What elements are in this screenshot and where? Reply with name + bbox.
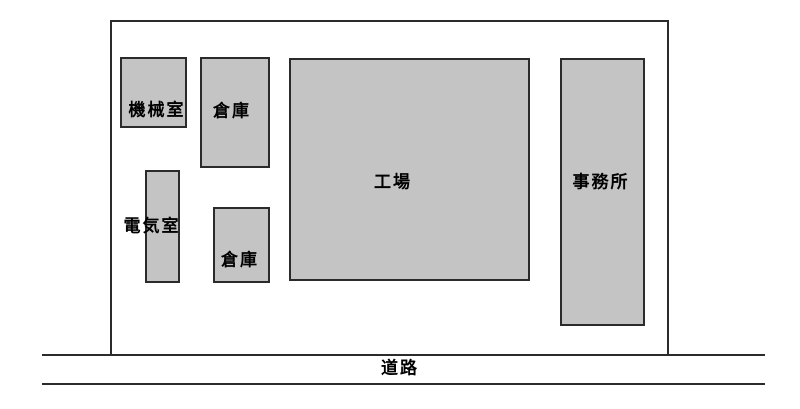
- road-upper-edge: [42, 354, 765, 356]
- building-machine-room: [120, 57, 187, 128]
- building-factory: [289, 58, 530, 281]
- label-road: 道路: [381, 358, 419, 379]
- site-boundary-right-edge: [667, 20, 669, 355]
- road-lower-edge: [42, 383, 765, 385]
- site-boundary-left-edge: [110, 20, 112, 355]
- site-boundary-top-edge: [110, 20, 667, 22]
- building-warehouse-lower: [213, 207, 270, 283]
- building-warehouse-upper: [200, 57, 270, 168]
- building-electrical-room: [145, 170, 180, 283]
- building-office: [560, 58, 645, 326]
